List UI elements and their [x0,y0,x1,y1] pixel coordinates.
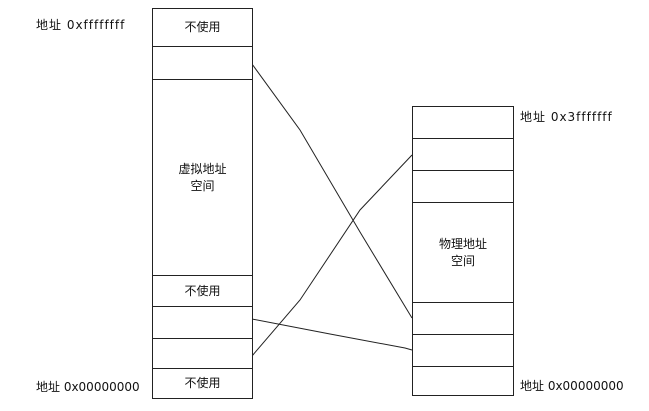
virtual-top-address: 地址 0xffffffff [36,18,126,32]
virtual-segment [153,307,252,339]
virtual-segment [153,339,252,369]
physical-segment [413,139,513,171]
physical-bottom-address: 地址 0x00000000 [520,379,624,393]
virtual-segment: 不使用 [184,376,221,390]
mapping-line [251,154,413,357]
physical-top-address: 地址 0x3fffffff [520,110,613,124]
physical-segment [413,367,513,395]
physical-segment [413,335,513,367]
physical-segment: 物理地址 空间 [413,203,513,303]
physical-segment [413,303,513,335]
mapping-line [251,318,413,351]
virtual-segment [153,47,252,80]
physical-address-space: 物理地址 空间 [412,106,514,396]
mapping-line [251,63,413,319]
physical-segment [413,171,513,203]
virtual-segment: 虚拟地址 空间 [153,80,252,276]
physical-segment [413,107,513,139]
virtual-address-space: 不使用 虚拟地址 空间 不使用 不使用 [152,8,253,399]
virtual-segment: 不使用 [153,9,252,47]
virtual-bottom-address: 地址 0x00000000 [36,380,140,394]
virtual-segment: 不使用 [153,276,252,307]
